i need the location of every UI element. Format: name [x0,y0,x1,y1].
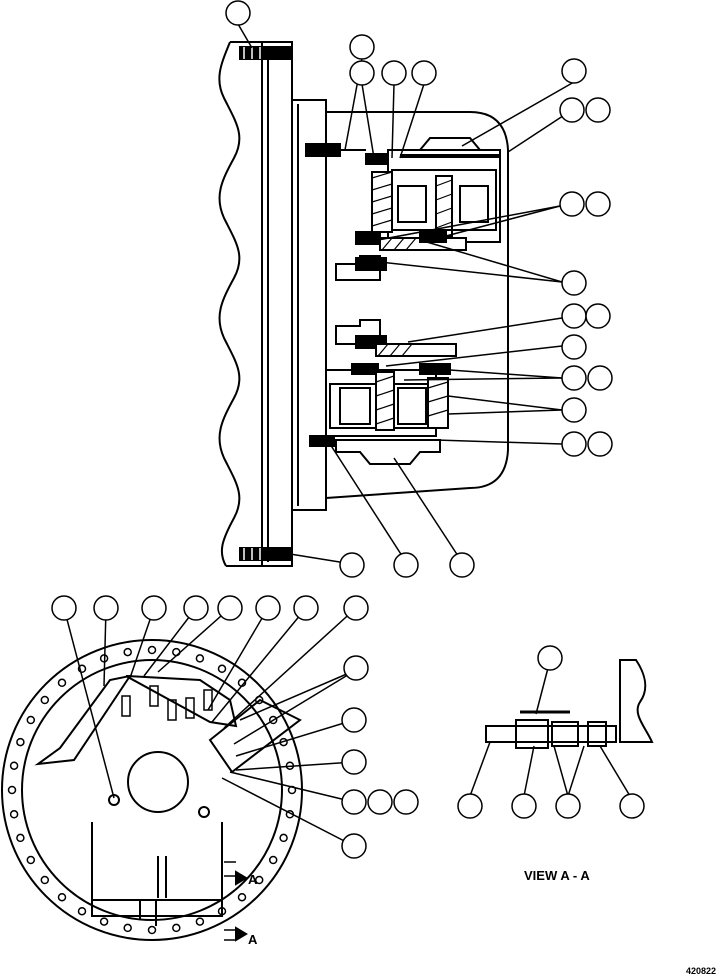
bolt-hole [172,923,181,933]
view-caption: VIEW A - A [524,868,590,883]
view-a-a [469,659,654,797]
section-marker-top: A [248,872,258,887]
end-view [1,639,303,942]
bolt-hole [77,664,87,674]
bolt-hole [147,925,157,935]
upper-cross-section [218,41,509,567]
bolt-hole [237,892,247,902]
bolt-circle-outer [1,639,303,941]
bolt-hole [123,647,132,657]
leader-lines-end-view [63,607,357,847]
center-bore [127,751,189,813]
bolt-hole [40,875,50,885]
bolt-hole [99,917,109,926]
bolt-hole [268,855,278,865]
bolt-hole [147,645,157,655]
bolt-hole [9,761,19,770]
bolt-hole [57,892,67,902]
bolt-hole [195,654,205,663]
bolt-hole [77,906,87,916]
leader-lines-upper [237,23,575,565]
section-marker-bottom: A [248,932,258,947]
break-line-left [218,41,241,567]
bolt-hole [217,664,227,674]
callout-balloons [51,0,645,859]
bolt-hole [195,917,205,926]
bolt-hole [26,855,36,865]
bolt-hole [279,833,288,843]
bolt-hole [16,833,25,843]
bolt-hole [57,678,67,688]
bolt-hole [16,737,25,747]
bolt-hole [254,875,264,885]
bolt-hole [9,810,19,819]
mounting-flange [261,41,293,567]
cover-outline [325,111,509,499]
adapter-plate [291,99,327,511]
bolt-hole [26,715,36,725]
bolt-hole [123,923,132,933]
bolt-hole [7,785,17,795]
figure-number: 420822 [686,966,716,976]
bolt-hole [268,715,278,725]
bolt-hole [40,695,50,705]
bolt-circle-inner [21,659,283,921]
